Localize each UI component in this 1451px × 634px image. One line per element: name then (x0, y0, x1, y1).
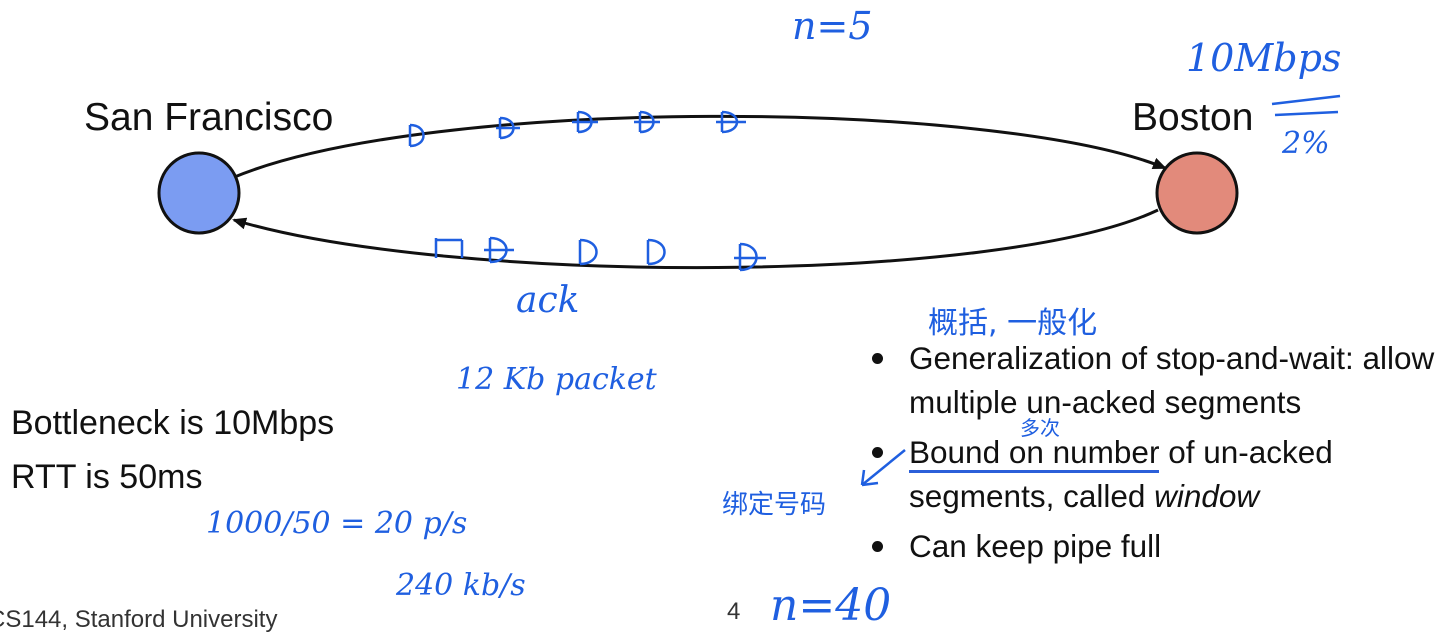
forward-packets-sketch (408, 110, 746, 148)
bullet-pipe-full-text: Can keep pipe full (909, 528, 1162, 564)
bullet-generalization: Generalization of stop-and-wait: allow m… (868, 336, 1448, 424)
san-francisco-label: San Francisco (84, 96, 334, 139)
handwritten-zh-multiple: 多次 (1020, 416, 1060, 440)
handwritten-percent: 2% (1282, 126, 1330, 161)
bullet-list: Generalization of stop-and-wait: allow m… (868, 336, 1448, 574)
handwritten-n5: n=5 (792, 4, 873, 48)
boston-node (1155, 151, 1239, 235)
return-link-arrow (232, 208, 1159, 270)
annotation-arrow (860, 449, 906, 487)
handwritten-n40: n=40 (770, 580, 892, 631)
boston-label: Boston (1132, 96, 1254, 139)
handwritten-ack: ack (516, 280, 580, 321)
handwritten-zh-generalize: 概括, 一般化 (928, 306, 1098, 341)
bullet-pipe-full: Can keep pipe full (868, 524, 1448, 568)
forward-link-arrow (231, 114, 1167, 180)
bullet-generalization-text: Generalization of stop-and-wait: allow m… (909, 340, 1435, 420)
san-francisco-node (157, 151, 241, 235)
rate-fraction-lines (1271, 94, 1341, 117)
rtt-text: RTT is 50ms (11, 458, 203, 496)
window-rest-text: of un-acked segments, called (909, 434, 1333, 514)
handwritten-rate: 10Mbps (1186, 36, 1342, 80)
return-packets-sketch (434, 236, 766, 272)
handwritten-zh-bound: 绑定号码 (722, 490, 827, 520)
course-footer: CS144, Stanford University (0, 606, 278, 633)
bullet-window: Bound on number of un-acked segments, ca… (868, 430, 1429, 518)
bottleneck-text: Bottleneck is 10Mbps (11, 404, 335, 442)
handwritten-kbps: 240 kb/s (396, 568, 526, 603)
handwritten-calc: 1000/50 = 20 p/s (206, 506, 468, 541)
bound-on-number-text: Bound on number (909, 434, 1160, 473)
page-number: 4 (727, 598, 741, 625)
window-italic-text: window (1154, 478, 1260, 514)
handwritten-packet-size: 12 Kb packet (456, 362, 657, 397)
